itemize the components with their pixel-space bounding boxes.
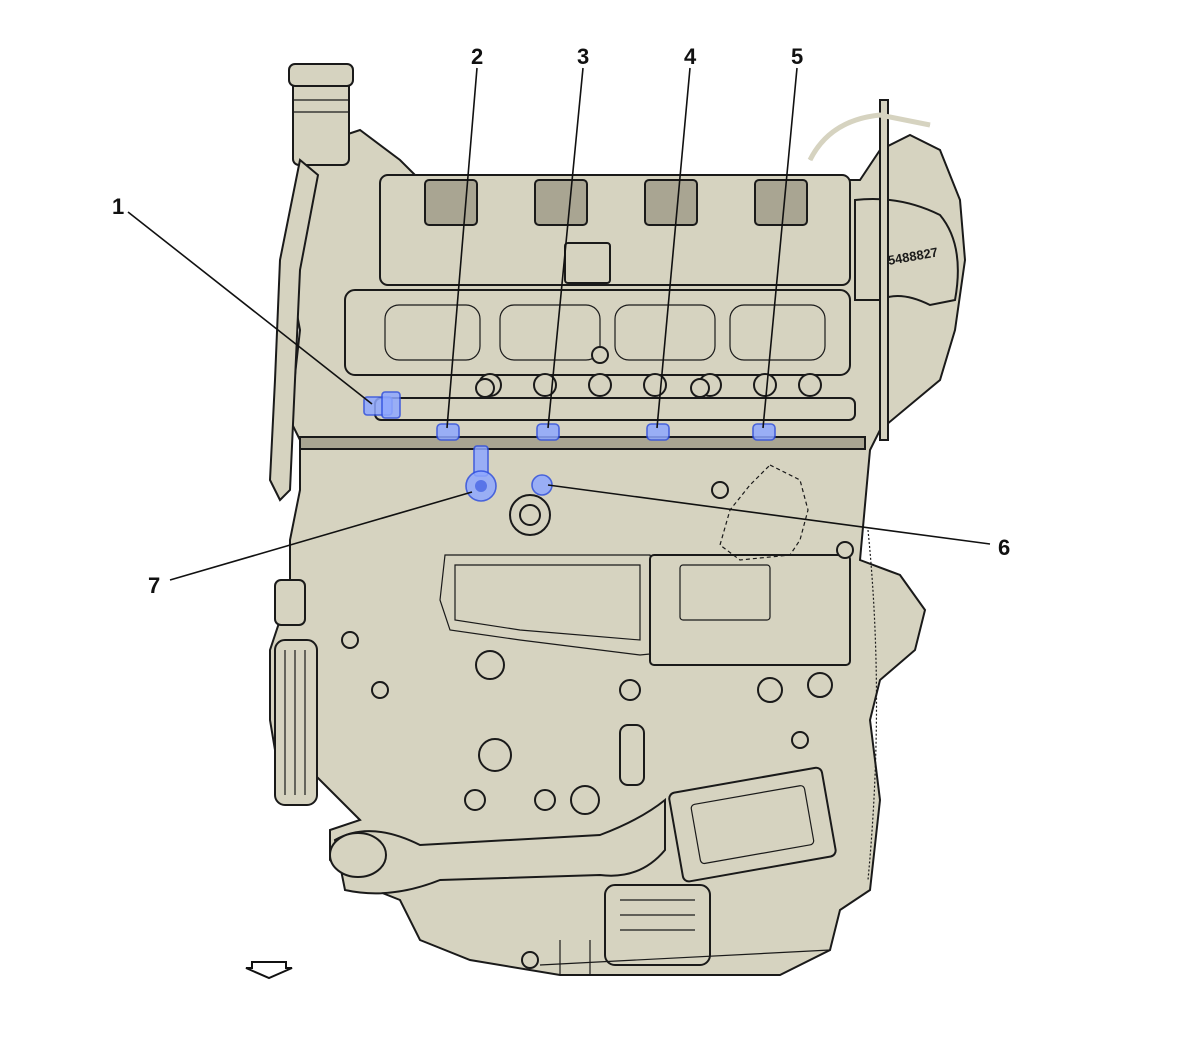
leader-lines (127, 67, 991, 581)
engine-block-illustration: 55488827 (268, 63, 967, 976)
callout-4: 4 (684, 44, 697, 69)
high-pressure-fuel-pump-highlight (465, 445, 497, 502)
injector-highlight-4 (646, 423, 670, 441)
leader-5 (762, 67, 798, 429)
injector-highlight-5 (752, 423, 776, 441)
callout-labels: 1 2 3 4 5 6 7 (112, 44, 1010, 598)
callout-2: 2 (471, 44, 483, 69)
callout-3: 3 (577, 44, 589, 69)
leader-6 (547, 484, 991, 545)
leader-7 (169, 491, 473, 581)
fuel-pressure-sensor-highlight (363, 391, 401, 419)
callout-1: 1 (112, 194, 124, 219)
callout-7: 7 (148, 573, 160, 598)
callout-6: 6 (998, 535, 1010, 560)
callout-5: 5 (791, 44, 803, 69)
highlighted-components (363, 391, 776, 502)
leader-3 (547, 67, 584, 429)
front-arrow-icon (245, 961, 293, 980)
leader-4 (656, 67, 691, 429)
leader-1 (127, 211, 373, 405)
leader-2 (446, 67, 478, 429)
injector-highlight-2 (436, 423, 460, 441)
